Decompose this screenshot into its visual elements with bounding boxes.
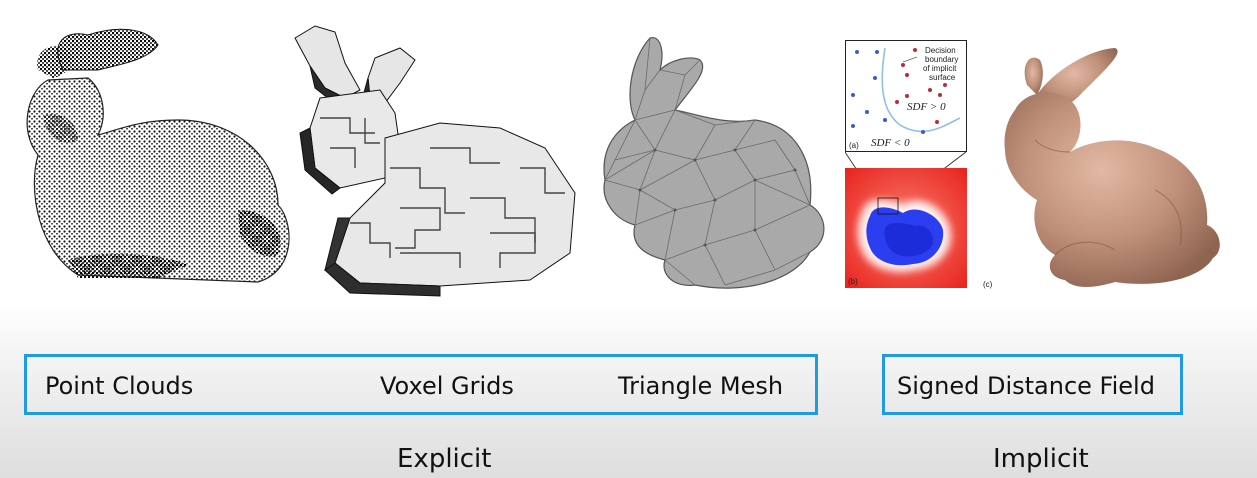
boundary-note-line-1: Decision	[925, 46, 956, 55]
sdf-rendered-bunny-figure: (c)	[983, 48, 1220, 289]
explicit-category-label: Explicit	[397, 444, 492, 474]
sdf-field-heatmap: (b)	[845, 168, 967, 288]
explicit-representations-box	[24, 354, 818, 415]
boundary-note-line-2: boundary	[925, 55, 958, 64]
point-cloud-bunny-figure	[26, 28, 290, 283]
boundary-note-line-4: surface	[929, 73, 956, 82]
voxel-body	[294, 25, 576, 297]
sdf-positive-label: SDF > 0	[907, 101, 946, 113]
sdf-negative-label: SDF < 0	[871, 137, 910, 149]
clay-bunny-body	[1004, 48, 1220, 287]
point-cloud-body	[26, 28, 290, 283]
signed-distance-field-label: Signed Distance Field	[897, 372, 1155, 400]
triangle-mesh-label: Triangle Mesh	[618, 372, 784, 400]
mesh-body	[603, 37, 825, 289]
sdf-decision-boundary-inset: Decision boundary of implicit surface SD…	[845, 40, 967, 152]
triangle-mesh-bunny-figure	[603, 37, 825, 289]
voxel-grids-label: Voxel Grids	[380, 372, 514, 400]
implicit-representations-box	[882, 354, 1183, 415]
panel-c-label: (c)	[983, 280, 993, 289]
panel-b-label: (b)	[848, 277, 858, 286]
point-clouds-label: Point Clouds	[45, 372, 194, 400]
voxel-grid-bunny-figure	[294, 25, 576, 297]
boundary-note-line-3: of implicit	[923, 64, 957, 73]
implicit-category-label: Implicit	[993, 444, 1089, 474]
panel-a-label: (a)	[849, 141, 859, 150]
